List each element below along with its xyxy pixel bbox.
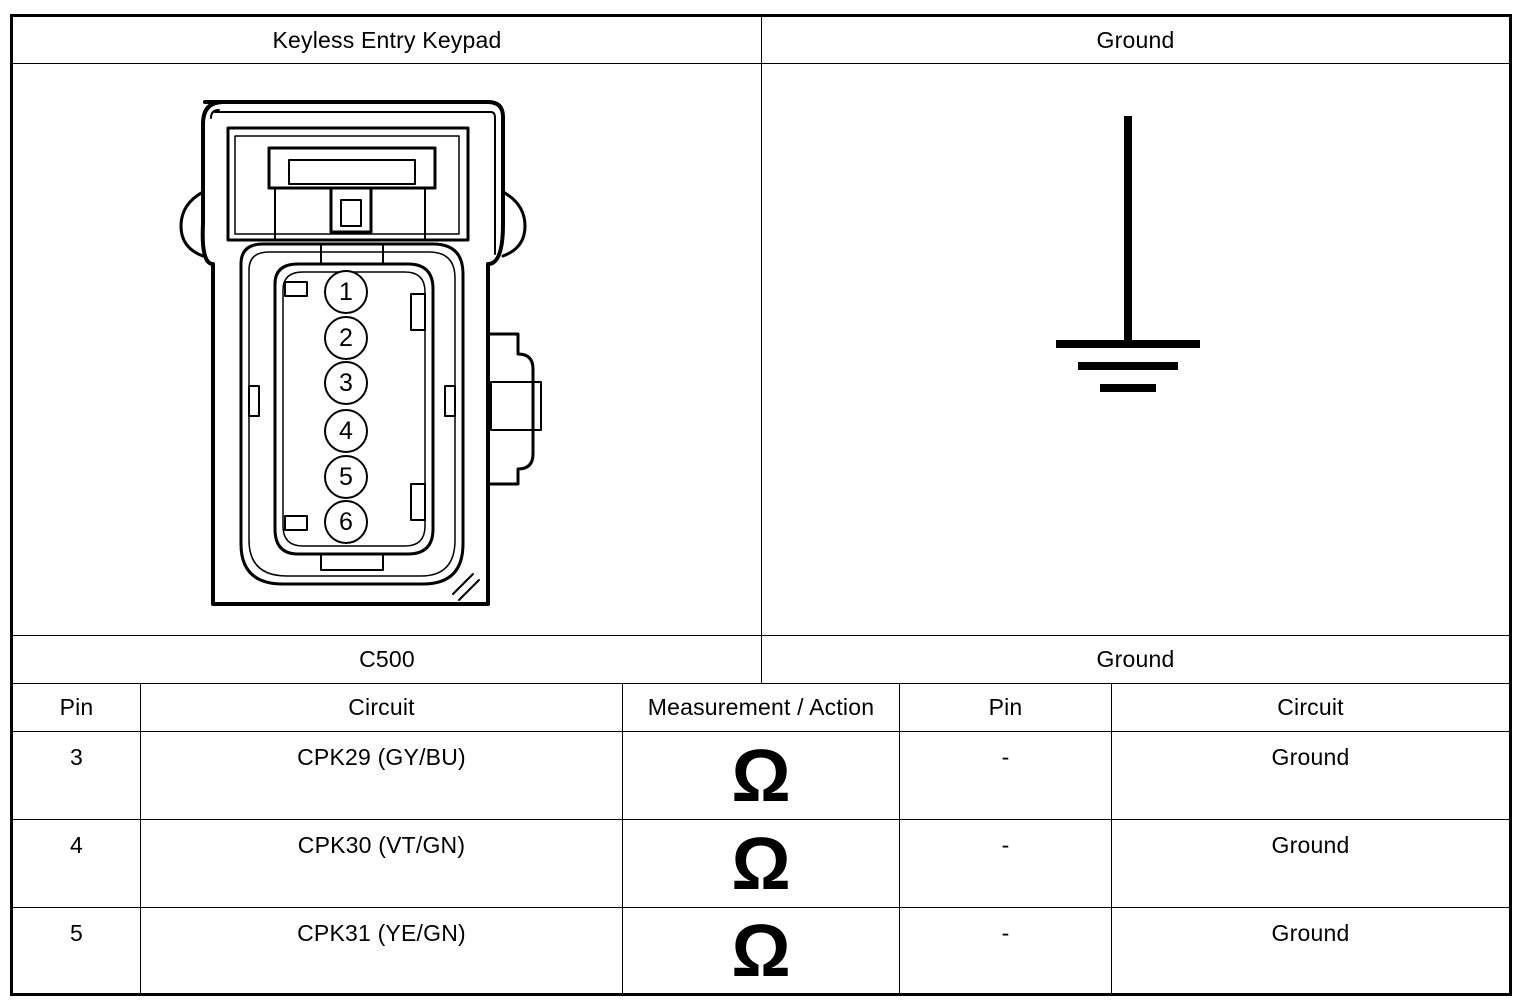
table-row-pin: 4	[70, 832, 83, 858]
connector-pin: 1	[324, 270, 368, 314]
rule-col-3	[899, 683, 900, 996]
rule-col-1	[140, 683, 141, 996]
table-row-circuit-2: Ground	[1271, 744, 1350, 770]
table-row-circuit-2: Ground	[1271, 920, 1350, 946]
table-row-pin: 3	[70, 744, 83, 770]
table-row-pin-2: -	[1001, 920, 1010, 946]
svg-text:Ω: Ω	[731, 743, 790, 809]
rule-column-headers	[10, 731, 1512, 732]
ground-title: Ground	[1096, 26, 1175, 53]
table-row-circuit: CPK29 (GY/BU)	[297, 744, 466, 770]
column-header-measurement: Measurement / Action	[647, 694, 875, 720]
table-row-circuit: CPK30 (VT/GN)	[297, 832, 466, 858]
connector-pin: 5	[324, 455, 368, 499]
connector-title: Keyless Entry Keypad	[272, 26, 502, 53]
rule-row-2	[10, 907, 1512, 908]
rule-col-4	[1111, 683, 1112, 996]
ohm-icon: Ω	[623, 820, 899, 907]
ohm-icon: Ω	[623, 732, 899, 819]
ohm-icon: Ω	[623, 908, 899, 993]
connector-pin: 4	[324, 409, 368, 453]
rule-center	[761, 14, 762, 684]
column-header-pin: Pin	[59, 694, 94, 720]
connector-id: C500	[359, 646, 415, 672]
table-row-circuit: CPK31 (YE/GN)	[297, 920, 466, 946]
svg-text:Ω: Ω	[731, 918, 790, 984]
ground-label: Ground	[1096, 646, 1175, 672]
column-header-circuit-2: Circuit	[1277, 694, 1344, 720]
table-row-circuit-2: Ground	[1271, 832, 1350, 858]
column-header-pin-2: Pin	[988, 694, 1023, 720]
table-row-pin-2: -	[1001, 832, 1010, 858]
connector-face-diagram	[179, 100, 542, 606]
connector-pin: 2	[324, 316, 368, 360]
connector-pin: 3	[324, 361, 368, 405]
ground-symbol-icon	[1056, 116, 1200, 392]
connector-pins: 1 2 3 4 5 6	[324, 270, 374, 550]
connector-pin: 6	[324, 500, 368, 544]
table-row-pin: 5	[70, 920, 83, 946]
table-row-pin-2: -	[1001, 744, 1010, 770]
svg-text:Ω: Ω	[731, 831, 790, 897]
rule-row-1	[10, 819, 1512, 820]
rule-col-2	[622, 683, 623, 996]
column-header-circuit: Circuit	[348, 694, 415, 720]
